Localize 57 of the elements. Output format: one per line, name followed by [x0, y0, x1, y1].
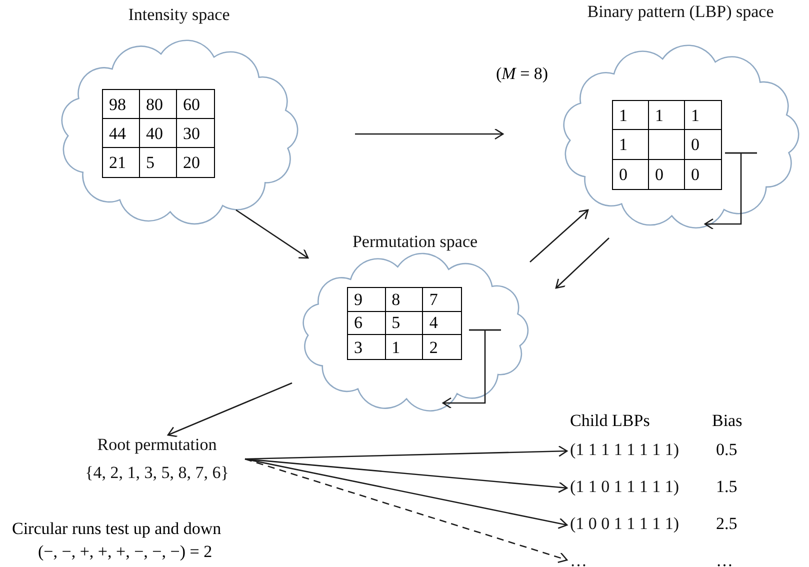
- grid-cell: 44: [103, 119, 140, 148]
- space-title: Intensity space: [128, 5, 230, 25]
- grid-cell: 1: [649, 101, 685, 130]
- note-text: Circular runs test up and down: [12, 519, 222, 539]
- grid-cell: 0: [613, 160, 649, 189]
- node-title: (1 1 0 1 1 1 1 1): [570, 477, 680, 497]
- node-title: (1 0 0 1 1 1 1 1): [570, 514, 680, 534]
- grid-cell: 21: [103, 148, 140, 177]
- grid-cell: 8: [386, 288, 424, 312]
- grid-cell: 1: [613, 130, 649, 160]
- number-grid: [347, 287, 462, 360]
- grid-cell: 80: [140, 90, 177, 119]
- note-text: (−, −, +, +, +, −, −, −) = 2: [38, 542, 212, 562]
- arrow: [236, 209, 309, 259]
- grid-cell: 6: [348, 312, 386, 336]
- space-title: Binary pattern (LBP) space: [587, 2, 774, 22]
- grid-cell: 40: [140, 119, 177, 148]
- grid-cell: 1: [685, 101, 721, 130]
- grid-cell: 60: [177, 90, 214, 119]
- arrow: [355, 128, 504, 140]
- column-header: Child LBPs: [570, 411, 650, 431]
- grid-cell: 0: [685, 130, 721, 160]
- sequence-text: {4, 2, 1, 3, 5, 8, 7, 6}: [85, 463, 229, 483]
- bias-value: 0.5: [716, 440, 738, 460]
- bias-value: 1.5: [716, 477, 738, 497]
- grid-cell: 1: [386, 335, 424, 359]
- arrow: [704, 152, 758, 230]
- parameter-note: (M = 8): [496, 64, 548, 84]
- arrow: [244, 458, 568, 529]
- number-grid: [612, 100, 722, 190]
- arrow: [442, 329, 502, 409]
- grid-cell: 30: [177, 119, 214, 148]
- bias-value: 2.5: [716, 514, 738, 534]
- arrow: [244, 458, 568, 564]
- grid-cell: 7: [423, 288, 461, 312]
- node-title: …: [570, 551, 587, 567]
- grid-cell-text: 0: [690, 164, 700, 186]
- arrow: [167, 382, 292, 438]
- arrow: [244, 458, 568, 493]
- grid-cell: 3: [348, 335, 386, 359]
- grid-cell-text: 2: [428, 336, 439, 359]
- grid-cell: 0: [649, 160, 685, 189]
- grid-cell: 98: [103, 90, 140, 119]
- number-grid: [102, 89, 215, 178]
- arrow: [530, 209, 589, 262]
- grid-cell: 1: [613, 101, 649, 130]
- grid-cell: 5: [140, 148, 177, 177]
- arrow: [555, 238, 610, 289]
- node-title: Root permutation: [97, 435, 217, 455]
- node-title: (1 1 1 1 1 1 1 1): [570, 440, 680, 460]
- grid-cell-text: 20: [182, 152, 201, 174]
- bias-value: …: [716, 551, 733, 567]
- grid-cell: 9: [348, 288, 386, 312]
- column-header: Bias: [712, 411, 742, 431]
- grid-cell: 4: [423, 312, 461, 336]
- space-title: Permutation space: [352, 232, 478, 252]
- grid-cell: 5: [386, 312, 424, 336]
